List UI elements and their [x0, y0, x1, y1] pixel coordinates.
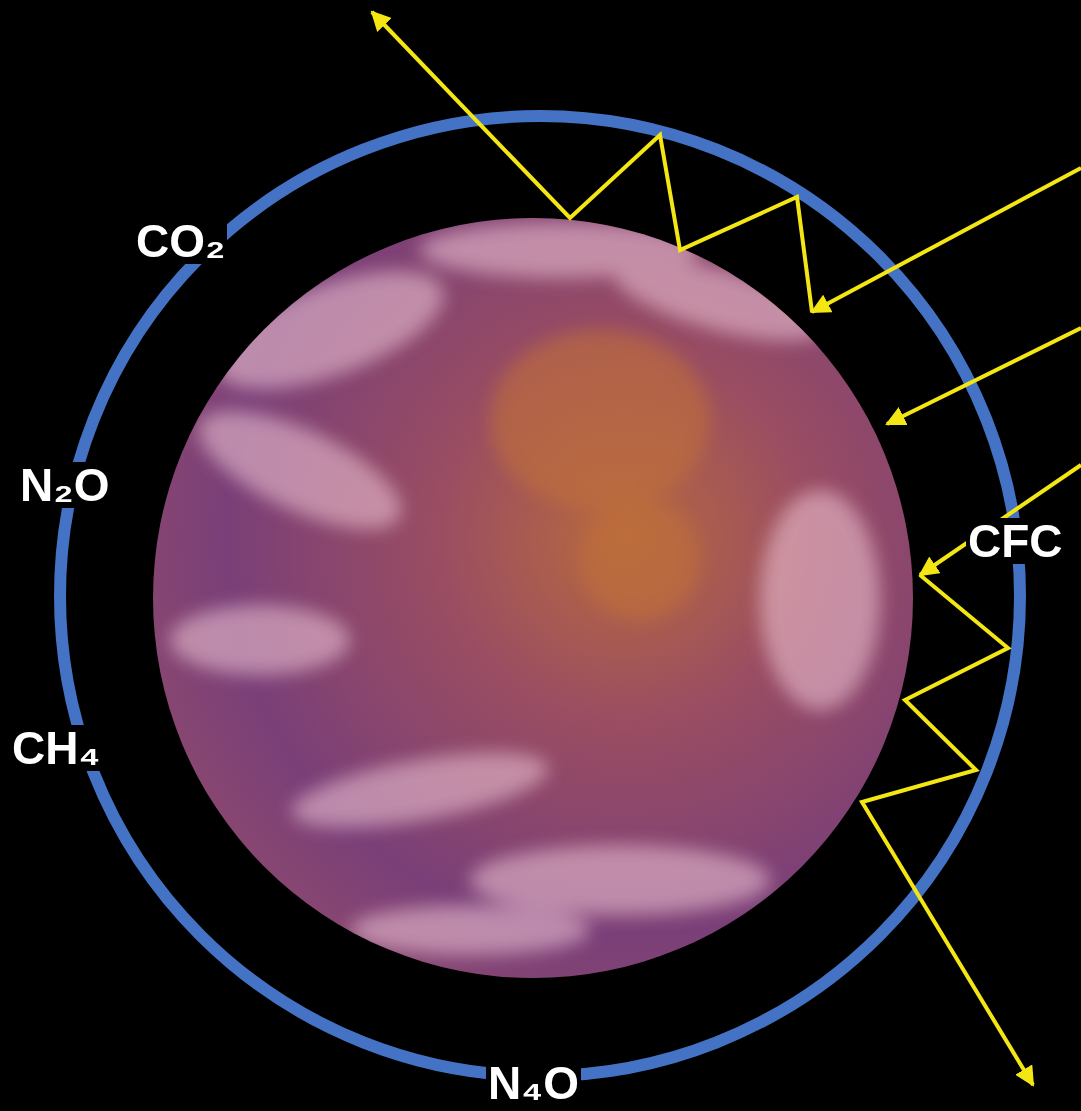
atmosphere-ring — [60, 116, 1020, 1076]
earth-globe — [153, 218, 913, 978]
gas-label: N₄O — [486, 1060, 581, 1106]
radiation-rays — [372, 12, 1081, 1085]
gas-label: N₂O — [18, 462, 111, 508]
gas-label: CO₂ — [134, 218, 227, 264]
gas-label: CFC — [966, 518, 1065, 564]
gas-label: CH₄ — [10, 725, 102, 771]
